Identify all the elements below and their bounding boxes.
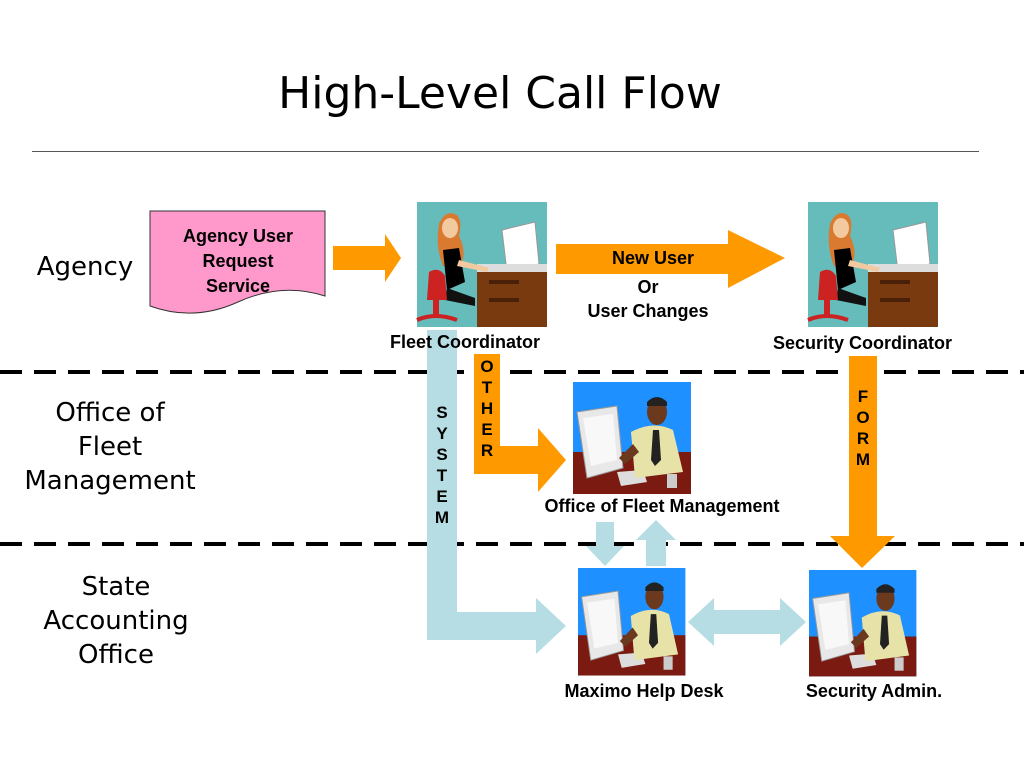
title-divider <box>32 151 979 152</box>
security-coordinator-caption: Security Coordinator <box>772 333 953 353</box>
security-admin-caption: Security Admin. <box>805 681 943 701</box>
arrow-system <box>427 330 566 654</box>
man-at-computer-icon <box>572 381 692 495</box>
man-at-computer-icon <box>577 567 686 677</box>
arrow-form <box>830 356 895 568</box>
arrow-maximo-security-admin <box>688 598 806 646</box>
form-label: F O R M <box>855 387 871 469</box>
woman-at-desk-icon <box>806 200 940 329</box>
system-label: S Y S T E M <box>434 403 450 527</box>
lane-label-agency: Agency <box>36 252 134 282</box>
arrow-other <box>474 354 566 492</box>
office-fleet-management-caption: Office of Fleet Management <box>544 496 780 516</box>
new-user-label: New User <box>611 248 695 268</box>
request-document: Agency User Request Service <box>182 226 294 296</box>
arrow-request-to-fleet <box>333 234 401 282</box>
arrow-down-office-to-maximo <box>586 522 624 566</box>
arrow-new-user <box>556 230 785 288</box>
maximo-help-desk-caption: Maximo Help Desk <box>564 681 724 701</box>
arrow-up-maximo-to-office <box>636 520 676 566</box>
lane-label-fleet-management: Office of Fleet Management <box>24 398 196 496</box>
man-at-computer-icon <box>808 569 917 677</box>
woman-at-desk-icon <box>415 200 549 329</box>
page-title: High-Level Call Flow <box>278 68 722 119</box>
other-label: O T H E R <box>480 357 494 460</box>
request-document-shape <box>149 210 326 314</box>
lane-label-state-accounting: State Accounting Office <box>43 572 189 670</box>
user-changes-label: Or User Changes <box>587 277 709 321</box>
fleet-coordinator-caption: Fleet Coordinator <box>389 332 540 352</box>
